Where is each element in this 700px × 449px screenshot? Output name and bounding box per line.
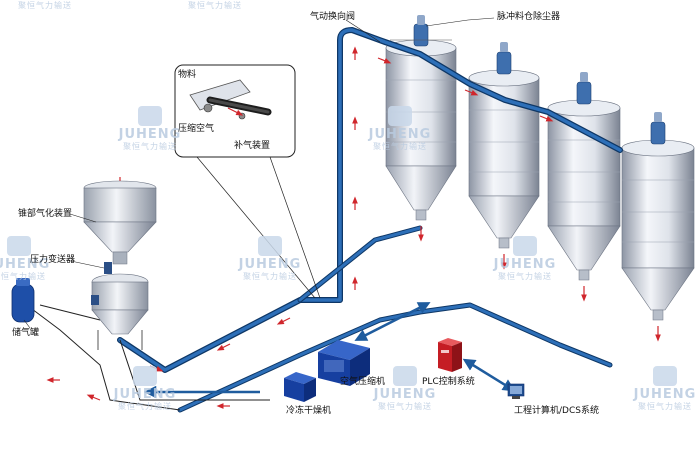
feed-hopper [83,180,157,265]
silo-2 [468,42,540,249]
air-lines [19,299,270,411]
conveying-pipe [117,27,623,373]
label-pulse-dust-collector: 脉冲料仓除尘器 [497,12,561,22]
dryer-unit [284,372,316,402]
air-tank [11,278,35,323]
label-supplement-device: 补气装置 [234,141,271,151]
label-pressure-vessel: 压力变送器 [30,255,76,265]
label-dcs-system: 工程计算机/DCS系统 [514,406,599,416]
silo-4 [621,112,695,321]
air-compressor-unit [318,340,370,386]
pressure-vessel [91,262,149,350]
supplement-detail-callout [174,64,321,299]
label-material: 物料 [178,70,197,80]
label-dryer: 冷冻干燥机 [286,406,332,416]
network-links [143,302,516,399]
label-air-compressor: 空气压缩机 [340,377,386,387]
label-plc-system: PLC控制系统 [422,377,475,387]
label-air-tank: 储气罐 [12,328,40,338]
label-compressed-air: 压缩空气 [178,124,215,134]
flow-arrows [22,46,661,409]
label-cone-fluidizer: 锥部气化装置 [18,209,73,219]
dcs-computer [507,383,525,399]
plc-cabinet [438,338,462,372]
label-pneumatic-valve: 气动换向阀 [310,12,356,22]
leader-lines [23,17,495,329]
